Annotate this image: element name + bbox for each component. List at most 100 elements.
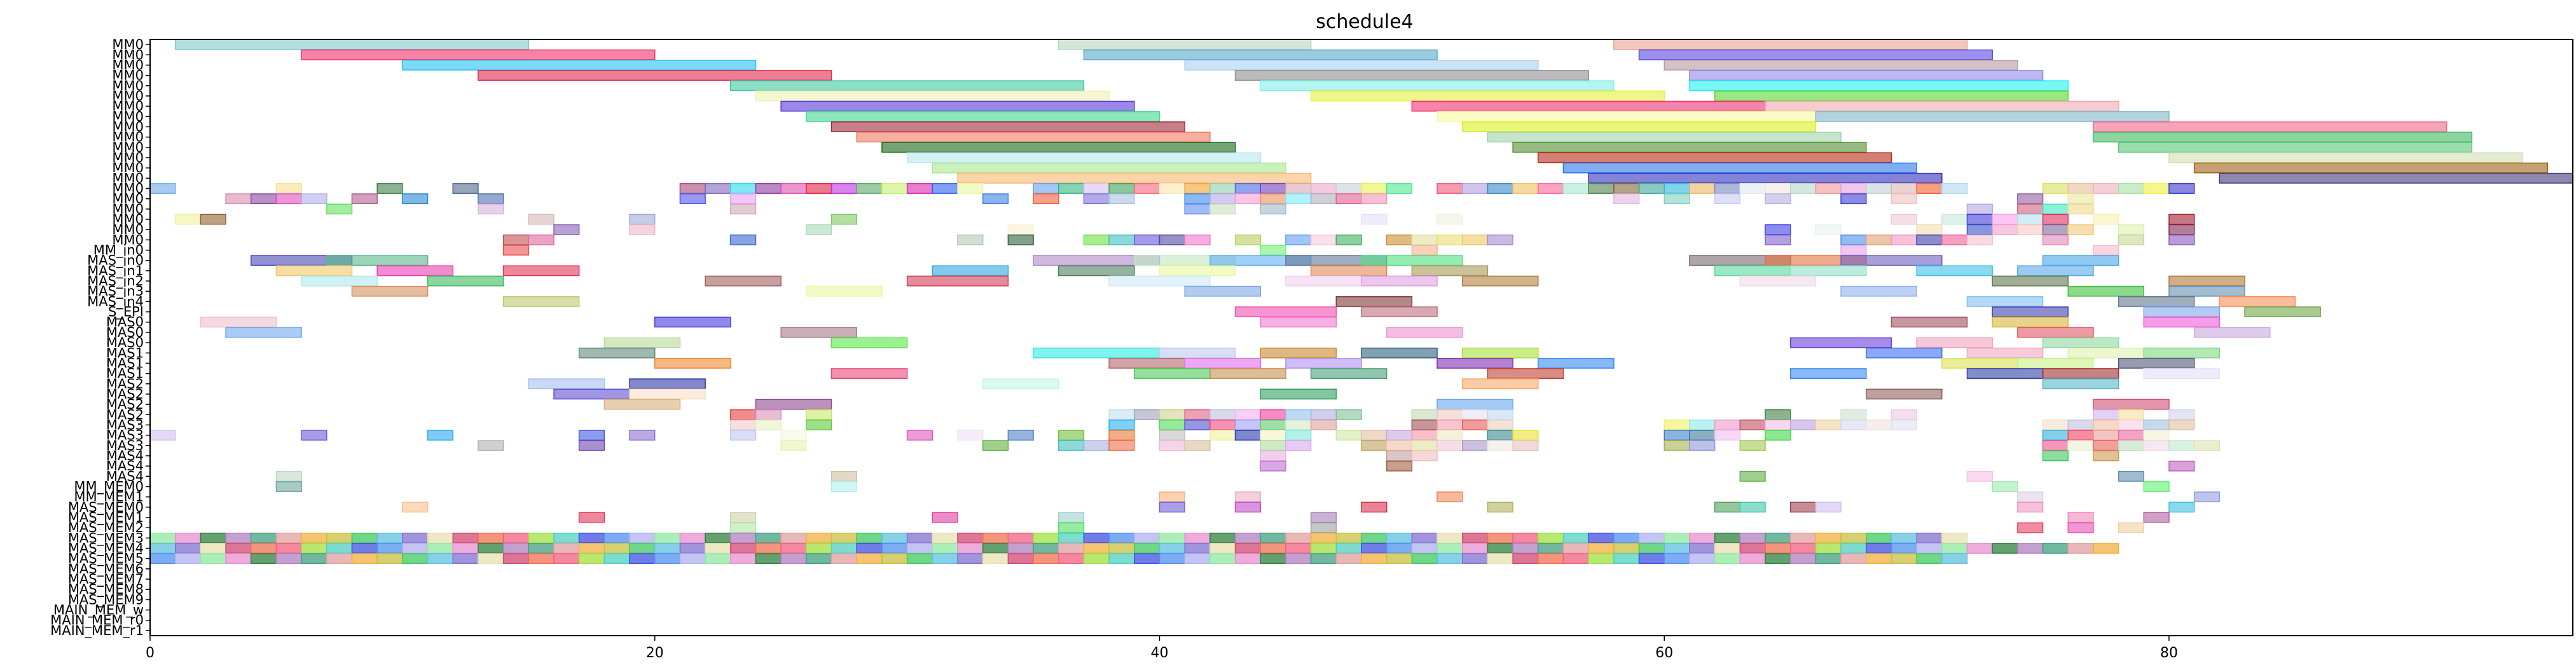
task-bar: [351, 543, 378, 554]
task-bar: [1134, 409, 1161, 420]
task-bar: [806, 553, 832, 564]
task-bar: [1108, 234, 1135, 245]
task-bar: [1891, 193, 1917, 205]
task-bar: [578, 553, 605, 564]
task-bar: [705, 275, 782, 287]
task-bar: [1689, 420, 1716, 430]
task-bar: [275, 265, 353, 277]
task-bar: [2093, 450, 2119, 461]
task-bar: [2042, 450, 2069, 461]
task-bar: [730, 409, 757, 420]
task-bar: [2143, 368, 2221, 379]
task-bar: [1487, 553, 1513, 564]
task-bar: [755, 183, 782, 194]
task-bar: [1335, 193, 1362, 205]
task-bar: [705, 553, 731, 564]
task-bar: [654, 317, 731, 328]
y-tick-label: MM0: [112, 212, 144, 227]
task-bar: [1411, 543, 1438, 554]
task-bar: [1941, 532, 1968, 544]
y-tick-label: MM0: [112, 170, 144, 186]
task-bar: [2193, 327, 2271, 338]
task-bar: [1663, 440, 1690, 451]
task-bar: [982, 193, 1009, 205]
task-bar: [2168, 285, 2245, 297]
task-bar: [1966, 224, 1993, 235]
task-bar: [2067, 440, 2094, 451]
task-bar: [932, 512, 958, 523]
task-bar: [830, 553, 857, 564]
task-bar: [2042, 543, 2069, 554]
task-bar: [275, 470, 302, 482]
task-bar: [2042, 224, 2069, 235]
task-bar: [1361, 502, 1388, 513]
task-bar: [603, 543, 630, 554]
task-bar: [2244, 306, 2321, 318]
task-bar: [1840, 543, 1867, 554]
task-bar: [755, 532, 782, 544]
task-bar: [2118, 224, 2145, 235]
task-bar: [1789, 337, 1892, 348]
task-bar: [1714, 193, 1741, 205]
task-bar: [1436, 420, 1463, 430]
task-bar: [1866, 234, 1892, 245]
task-bar: [1386, 234, 1413, 245]
task-bar: [1512, 142, 1867, 153]
task-bar: [1159, 502, 1185, 513]
task-bar: [1260, 183, 1286, 194]
task-bar: [2017, 265, 2094, 277]
task-bar: [301, 553, 327, 564]
task-bar: [1083, 234, 1110, 245]
task-bar: [1386, 543, 1413, 554]
task-bar: [1436, 532, 1463, 544]
task-bar: [1310, 265, 1388, 277]
task-bar: [1335, 409, 1362, 420]
task-bar: [1058, 440, 1085, 451]
task-bar: [1992, 214, 2018, 225]
task-bar: [1562, 543, 1589, 554]
task-bar: [1462, 553, 1489, 564]
task-bar: [149, 532, 176, 544]
x-tick-label: 60: [1655, 645, 1673, 661]
task-bar: [982, 440, 1009, 451]
task-bar: [1108, 440, 1135, 451]
task-bar: [1386, 460, 1413, 472]
task-bar: [1234, 491, 1261, 503]
task-bar: [1260, 440, 1286, 451]
task-bar: [1538, 532, 1564, 544]
task-bar: [1815, 224, 1842, 235]
task-bar: [957, 430, 984, 441]
y-tick-label: MM0: [112, 68, 144, 83]
task-bar: [1689, 440, 1716, 451]
task-bar: [2042, 440, 2069, 451]
y-tick-label: MAS3: [106, 428, 144, 443]
task-bar: [528, 553, 554, 564]
y-tick-label: MAS_MEM2: [68, 520, 144, 536]
y-tick-label: S_EPI: [108, 304, 144, 320]
task-bar: [1739, 440, 1766, 451]
task-bar: [502, 543, 530, 554]
task-bar: [301, 430, 327, 441]
task-bar: [1234, 430, 1261, 441]
task-bar: [275, 193, 302, 205]
task-bar: [1260, 450, 1286, 461]
y-tick-label: MM0: [112, 160, 144, 175]
task-bar: [881, 142, 1236, 153]
task-bar: [629, 553, 656, 564]
task-bar: [1033, 532, 1059, 544]
task-bar: [1310, 543, 1337, 554]
task-bar: [478, 440, 504, 451]
task-bar: [1411, 532, 1438, 544]
task-bar: [1487, 440, 1513, 451]
task-bar: [1184, 183, 1211, 194]
task-bar: [830, 214, 857, 225]
task-bar: [654, 532, 681, 544]
task-bar: [1512, 440, 1539, 451]
task-bar: [957, 183, 984, 194]
task-bar: [2118, 430, 2145, 441]
y-tick-label: MM0: [112, 37, 144, 52]
task-bar: [1966, 543, 1993, 554]
task-bar: [1436, 399, 1513, 410]
task-bar: [301, 532, 327, 544]
task-bar: [1260, 532, 1286, 544]
